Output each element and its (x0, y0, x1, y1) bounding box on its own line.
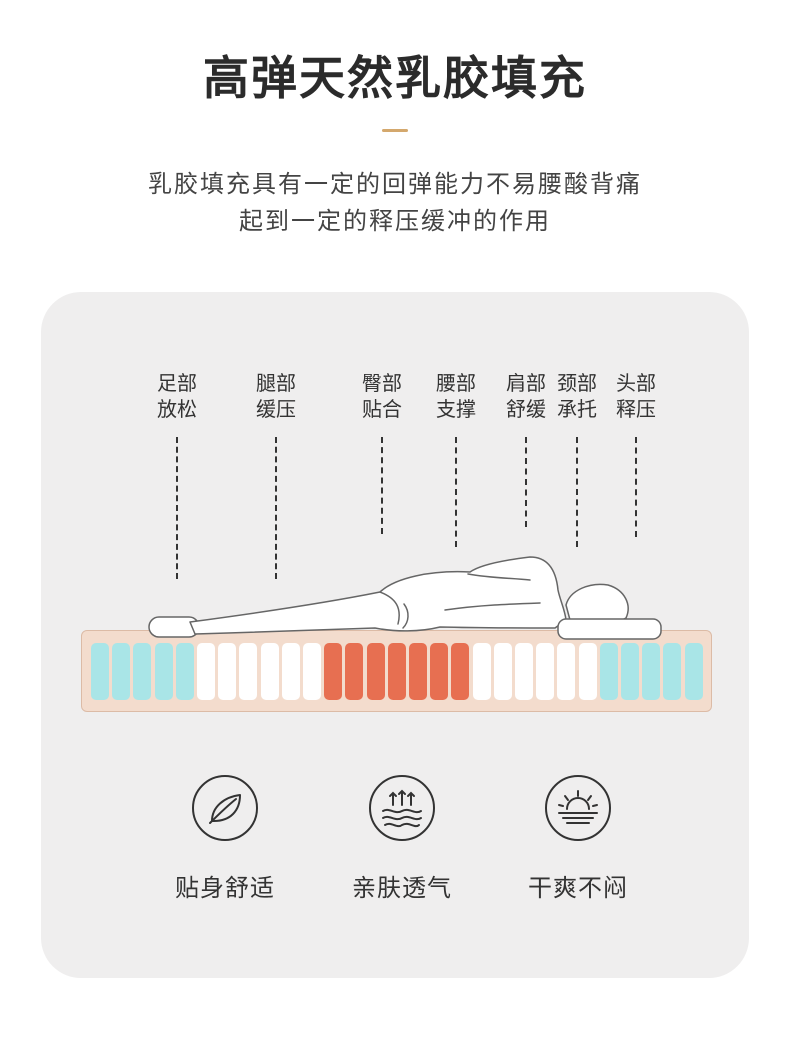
zone-neck-line2: 承托 (557, 397, 597, 421)
zone-head-line2: 释压 (616, 397, 656, 421)
mattress-spring-blue (642, 643, 661, 700)
mattress-spring-white (578, 643, 597, 700)
zone-line-foot (176, 437, 178, 579)
zone-foot-line1: 足部 (157, 371, 197, 395)
mattress-spring-white (218, 643, 237, 700)
feature-label-comfort: 贴身舒适 (175, 874, 275, 902)
mattress-spring-blue (91, 643, 109, 700)
zone-neck-line1: 颈部 (557, 371, 597, 395)
zone-leg-line1: 腿部 (256, 371, 296, 395)
mattress-spring-white (239, 643, 258, 700)
zone-head-line1: 头部 (616, 371, 656, 395)
zone-label-neck: 颈部 承托 (542, 370, 612, 422)
mattress-spring-red (345, 643, 364, 700)
zone-line-head (635, 437, 637, 537)
subtitle-line-1: 乳胶填充具有一定的回弹能力不易腰酸背痛 (148, 170, 642, 198)
mattress-spring-white (281, 643, 300, 700)
mattress-spring-blue (133, 643, 152, 700)
body-outline (189, 556, 567, 635)
head-outline (565, 583, 629, 624)
mattress-spring-white (197, 643, 215, 700)
mattress-spring-white (557, 643, 576, 700)
head-pillow (557, 618, 662, 640)
zone-shoulder-line2: 舒缓 (506, 397, 546, 421)
mattress-spring-red (409, 643, 427, 700)
mattress-spring-white (472, 643, 491, 700)
mattress-spring-red (324, 643, 343, 700)
page-title: 高弹天然乳胶填充 (203, 51, 587, 105)
zone-line-neck (576, 437, 578, 547)
zone-label-waist: 腰部 支撑 (421, 370, 491, 422)
zone-hip-line2: 贴合 (362, 397, 402, 421)
mattress-spring-white (493, 643, 512, 700)
zone-line-leg (275, 437, 277, 579)
mattress-spring-blue (175, 643, 194, 700)
mattress-spring-blue (154, 643, 173, 700)
title-accent-bar (382, 129, 408, 132)
zone-leg-line2: 缓压 (256, 397, 296, 421)
zone-hip-line1: 臀部 (362, 371, 402, 395)
zone-foot-line2: 放松 (157, 397, 197, 421)
feature-label-dry: 干爽不闷 (528, 874, 628, 902)
zone-line-waist (455, 437, 457, 547)
sunrise-icon (545, 775, 611, 841)
leaf-icon (192, 775, 258, 841)
zone-shoulder-line1: 肩部 (506, 371, 546, 395)
mattress-zones (81, 630, 712, 712)
mattress-spring-blue (663, 643, 682, 700)
mattress-spring-red (366, 643, 385, 700)
mattress-spring-red (451, 643, 470, 700)
mattress-spring-blue (599, 643, 618, 700)
mattress-spring-blue (621, 643, 639, 700)
zone-waist-line2: 支撑 (436, 397, 476, 421)
zone-line-hip (381, 437, 383, 534)
breathable-waves-icon (369, 775, 435, 841)
mattress-spring-white (260, 643, 279, 700)
zone-label-hip: 臀部 贴合 (347, 370, 417, 422)
zone-waist-line1: 腰部 (436, 371, 476, 395)
mattress-spring-blue (112, 643, 131, 700)
subtitle-line-2: 起到一定的释压缓冲的作用 (239, 207, 551, 235)
mattress-spring-red (387, 643, 406, 700)
zone-label-shoulder: 肩部 舒缓 (491, 370, 561, 422)
zone-label-head: 头部 释压 (601, 370, 671, 422)
arm-lower-line (444, 602, 541, 611)
hip-contour-2 (402, 603, 409, 629)
mattress-spring-red (430, 643, 449, 700)
arm-line (467, 573, 531, 581)
zone-label-leg: 腿部 缓压 (241, 370, 311, 422)
mattress-spring-blue (684, 643, 703, 700)
zone-line-shoulder (525, 437, 527, 527)
mattress-spring-white (536, 643, 555, 700)
mattress-spring-white (515, 643, 533, 700)
hip-contour (379, 591, 400, 625)
mattress-spring-white (303, 643, 321, 700)
zone-label-foot: 足部 放松 (142, 370, 212, 422)
feature-label-breathable: 亲肤透气 (352, 874, 452, 902)
